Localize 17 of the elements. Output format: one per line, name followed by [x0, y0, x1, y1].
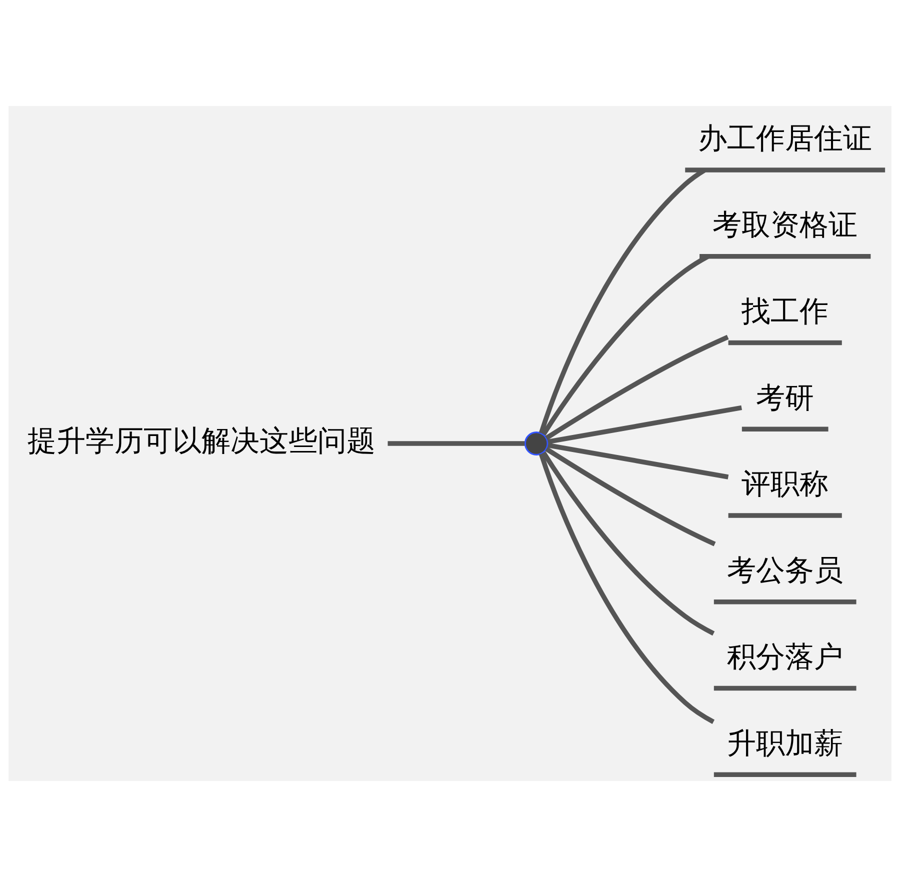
connector: [388, 440, 525, 446]
node-circle: [524, 431, 548, 455]
connector: [542, 450, 715, 636]
connector: [545, 334, 729, 440]
node-text: 考公务员: [727, 552, 844, 587]
node-text: 积分落户: [727, 638, 844, 673]
connector: [547, 442, 729, 479]
connector: [538, 452, 715, 724]
node-text: 升职加薪: [727, 725, 844, 760]
node-text: 找工作: [742, 293, 829, 328]
connector: [545, 446, 716, 546]
node-text: 评职称: [742, 466, 829, 500]
connector: [548, 404, 742, 444]
node-text: 考研: [756, 380, 814, 414]
node-text: 提升学历可以解决这些问题: [27, 423, 376, 458]
node-text: 办工作居住证: [698, 120, 872, 155]
node-text: 考取资格证: [712, 207, 858, 242]
